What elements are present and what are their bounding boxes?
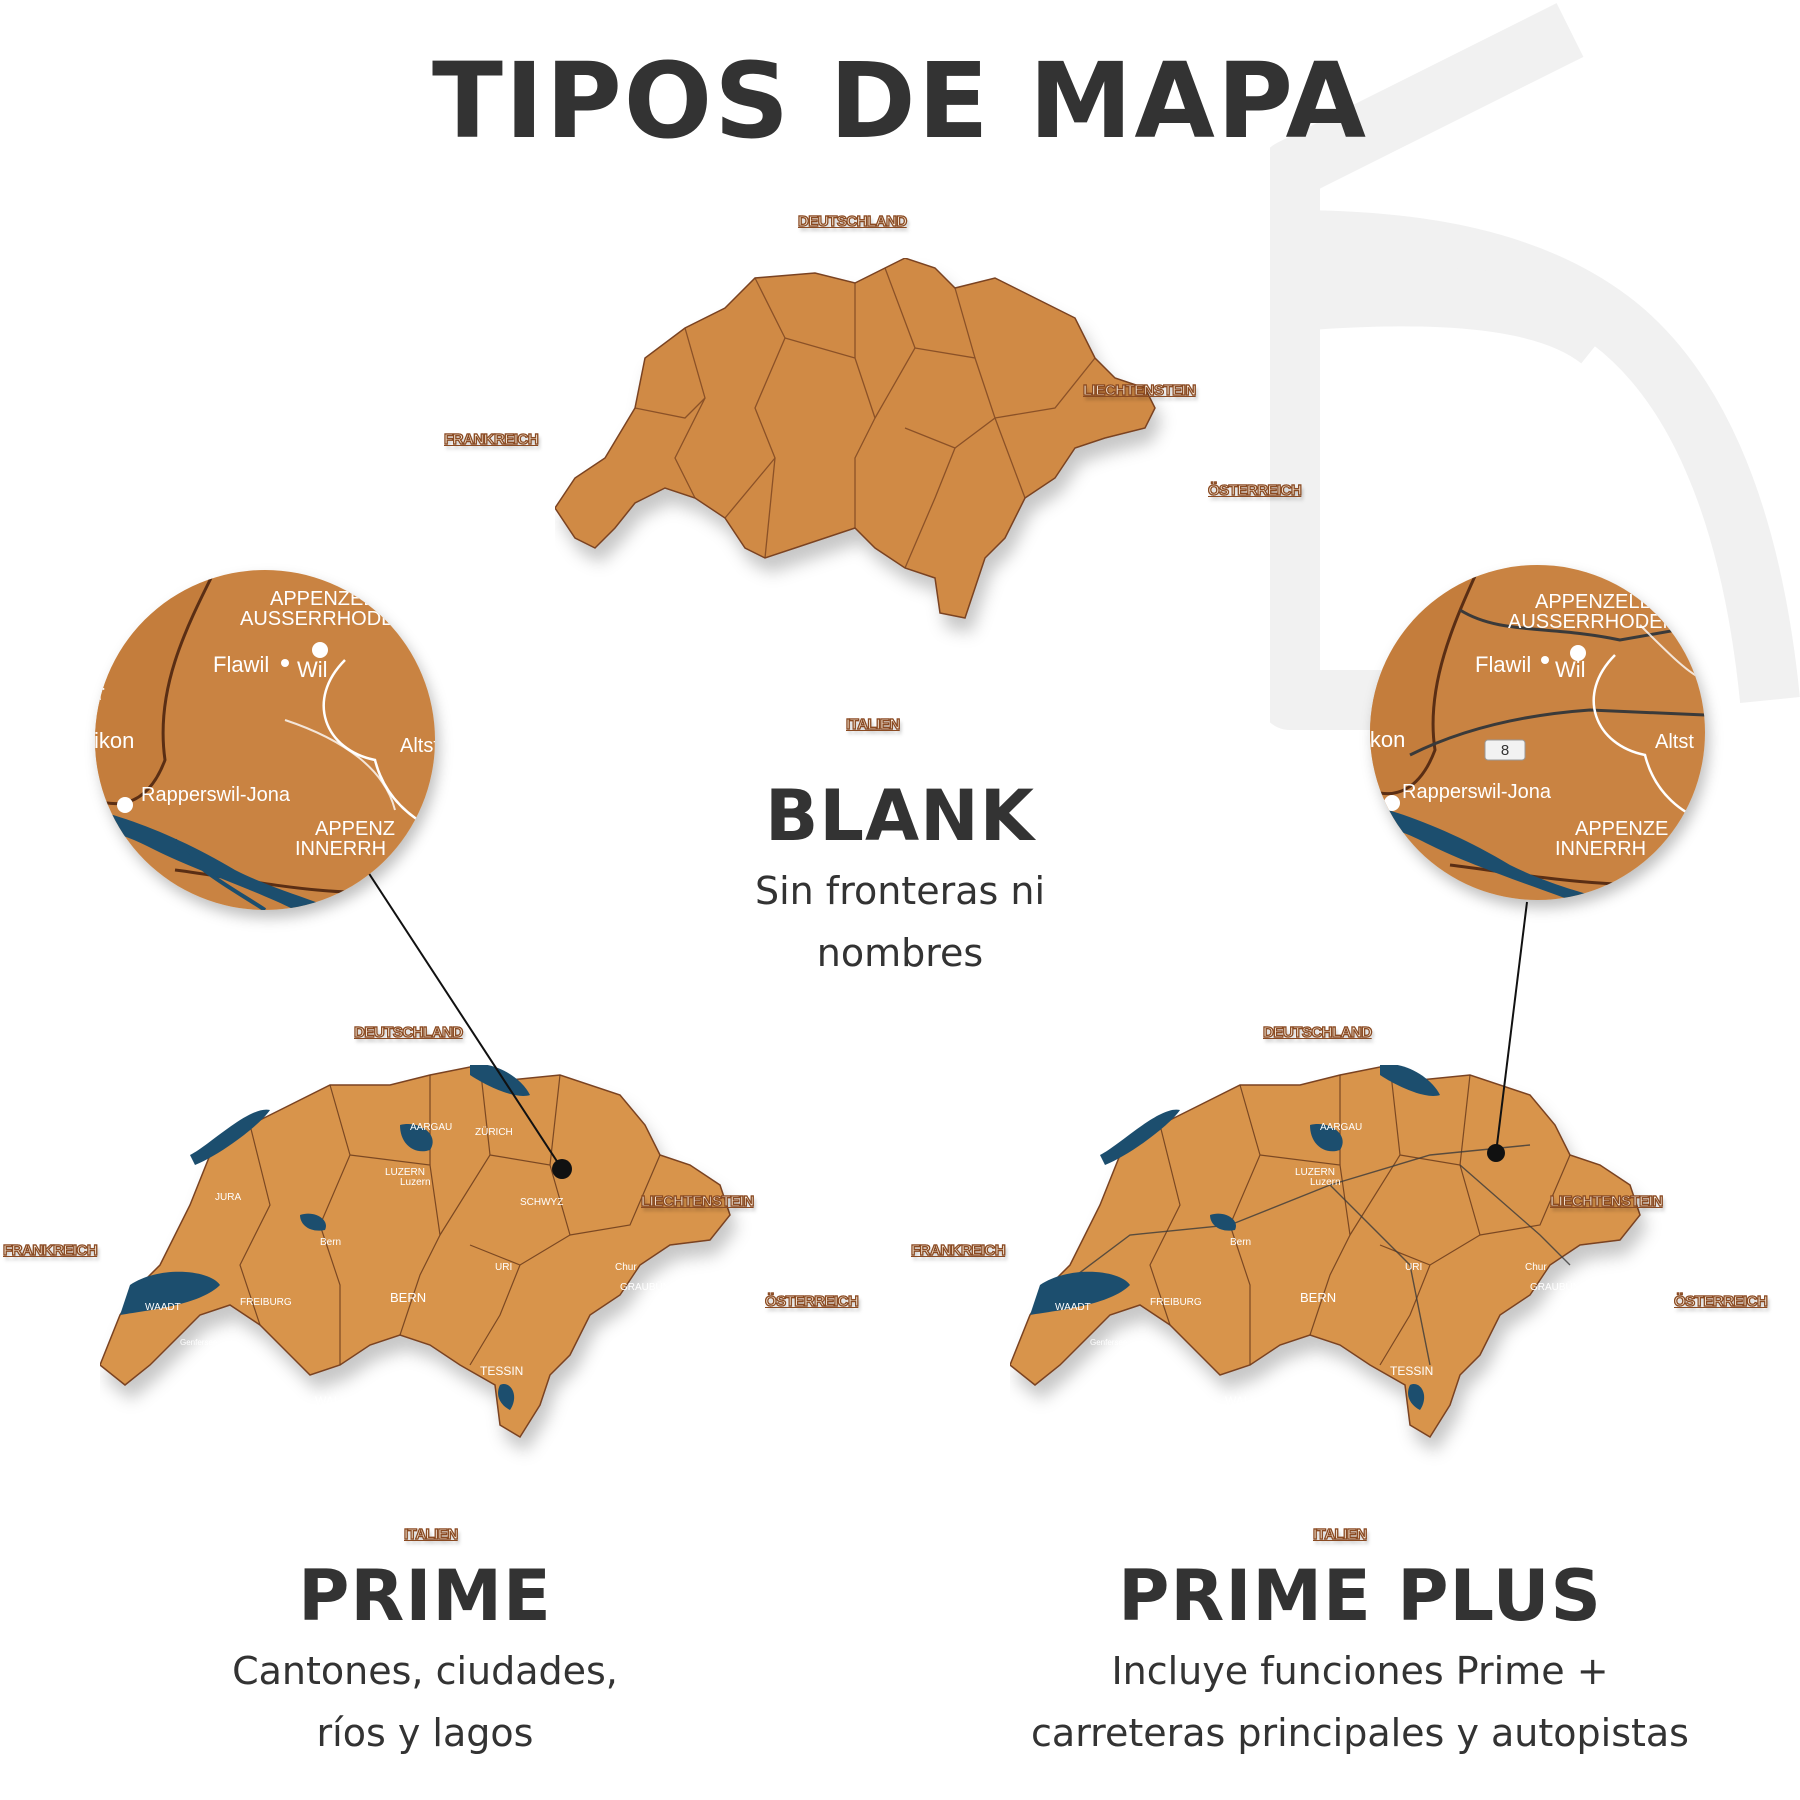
map-label-bern-canton: BERN [390,1290,426,1305]
prime-plus-map-image: BERN LUZERN TESSIN WALLIS WAADT FREIBURG… [1010,1065,1641,1439]
prime-heading: PRIME [298,1555,552,1637]
zoom-label-wil: Wil [1555,657,1586,682]
map-label-bern-canton: BERN [1300,1290,1336,1305]
map-label-graubunden: GRAUBÜNDE [1530,1281,1594,1293]
country-label-italien: ITALIEN [845,715,900,733]
map-label-genfersee: Genfersee [180,1338,218,1347]
map-label-tessin: TESSIN [480,1364,523,1378]
map-label-waadt: WAADT [1055,1302,1091,1313]
map-label-aargau: AARGAU [410,1122,452,1133]
zoom-label-wil: Wil [297,657,328,682]
blank-description-line-2: nombres [816,931,984,975]
map-label-schwyz: SCHWYZ [520,1197,563,1208]
zoom-label-innerrhoden: INNERRH [295,838,386,860]
zoom-label-appenzell-outer: APPENZELL [270,588,386,610]
zoom-label-zikon: zikon [95,728,134,753]
map-label-wallis: WALLIS [1225,1394,1269,1408]
prime-description-line-1: Cantones, ciudades, [232,1649,618,1693]
map-label-jura: JURA [215,1192,241,1203]
map-label-wallis: WALLIS [315,1394,359,1408]
map-label-tessin: TESSIN [1390,1364,1433,1378]
country-label-osterreich: ÖSTERREICH [764,1292,859,1310]
prime-plus-heading: PRIME PLUS [1118,1555,1602,1637]
zoom-label-innerrhoden: INNERRH [1555,838,1646,860]
country-label-osterreich: ÖSTERREICH [1673,1292,1768,1310]
map-label-graubunden: GRAUBÜNDE [620,1281,684,1293]
country-label-liechtenstein: LIECHTENSTEIN [640,1192,754,1210]
map-label-bern-city: Bern [320,1237,341,1248]
map-label-zurich: ZÜRICH [475,1126,513,1138]
country-label-osterreich: ÖSTERREICH [1207,481,1302,499]
prime-map-image: JURA BERN LUZERN TESSIN WALLIS WAADT FRE… [100,1065,731,1439]
page-title: TIPOS DE MAPA [431,40,1369,162]
zoom-label-flawil: Flawil [1475,652,1531,677]
country-label-liechtenstein: LIECHTENSTEIN [1549,1192,1663,1210]
zoom-label-flawil: Flawil [213,652,269,677]
zoom-label-rapperswil: Rapperswil-Jona [1402,781,1552,803]
zoom-label-ausserrhoden: AUSSERRHODEN [1508,611,1677,633]
zoom-label-altst: Altst [1655,731,1694,753]
blank-description-line-1: Sin fronteras ni [754,869,1046,913]
country-label-italien: ITALIEN [1312,1525,1367,1543]
map-label-uri: URI [495,1262,512,1273]
country-label-liechtenstein: LIECHTENSTEIN [1082,381,1196,399]
country-label-italien: ITALIEN [403,1525,458,1543]
map-label-freiburg: FREIBURG [1150,1297,1202,1308]
country-label-frankreich: FRANKREICH [2,1241,98,1259]
zoom-label-appenzell-inner: APPENZ [315,818,395,840]
map-label-chur: Chur [615,1262,637,1273]
prime-plus-description-line-2: carreteras principales y autopistas [1031,1711,1689,1755]
country-label-deutschland: DEUTSCHLAND [353,1023,463,1041]
zoom-label-er: er [95,680,105,705]
map-label-luzern-city: Luzern [400,1177,431,1188]
country-label-deutschland: DEUTSCHLAND [797,212,907,230]
zoom-label-altst: Altst [400,735,435,757]
zoom-label-appenzell-outer: APPENZELL [1535,591,1651,613]
country-label-frankreich: FRANKREICH [910,1241,1006,1259]
prime-plus-zoom-detail: APPENZELL AUSSERRHODEN Flawil Wil ikon A… [1370,565,1705,900]
map-label-genfersee: Genfersee [1090,1338,1128,1347]
map-label-chur: Chur [1525,1262,1547,1273]
map-label-waadt: WAADT [145,1302,181,1313]
map-label-freiburg: FREIBURG [240,1297,292,1308]
zoom-label-ausserrhoden: AUSSERRHODEN [240,608,409,630]
map-label-luzern-city: Luzern [1310,1177,1341,1188]
prime-description-line-2: ríos y lagos [316,1711,534,1755]
zoom-label-appenzell-inner: APPENZE [1575,818,1668,840]
map-label-bern-city: Bern [1230,1237,1251,1248]
country-label-frankreich: FRANKREICH [443,430,539,448]
blank-heading: BLANK [765,775,1035,857]
zoom-label-rapperswil: Rapperswil-Jona [141,784,291,806]
map-label-uri: URI [1405,1262,1422,1273]
zoom-label-ikon: ikon [1370,727,1405,752]
country-label-deutschland: DEUTSCHLAND [1262,1023,1372,1041]
map-label-luzern-canton: LUZERN [1295,1167,1335,1178]
blank-map-image [555,258,1156,619]
map-label-luzern-canton: LUZERN [385,1167,425,1178]
prime-plus-description-line-1: Incluye funciones Prime + [1111,1649,1609,1693]
prime-zoom-detail: APPENZELL AUSSERRHODEN Flawil Wil er zik… [95,570,435,910]
map-label-aargau: AARGAU [1320,1122,1362,1133]
road-number-badge: 8 [1501,742,1509,759]
